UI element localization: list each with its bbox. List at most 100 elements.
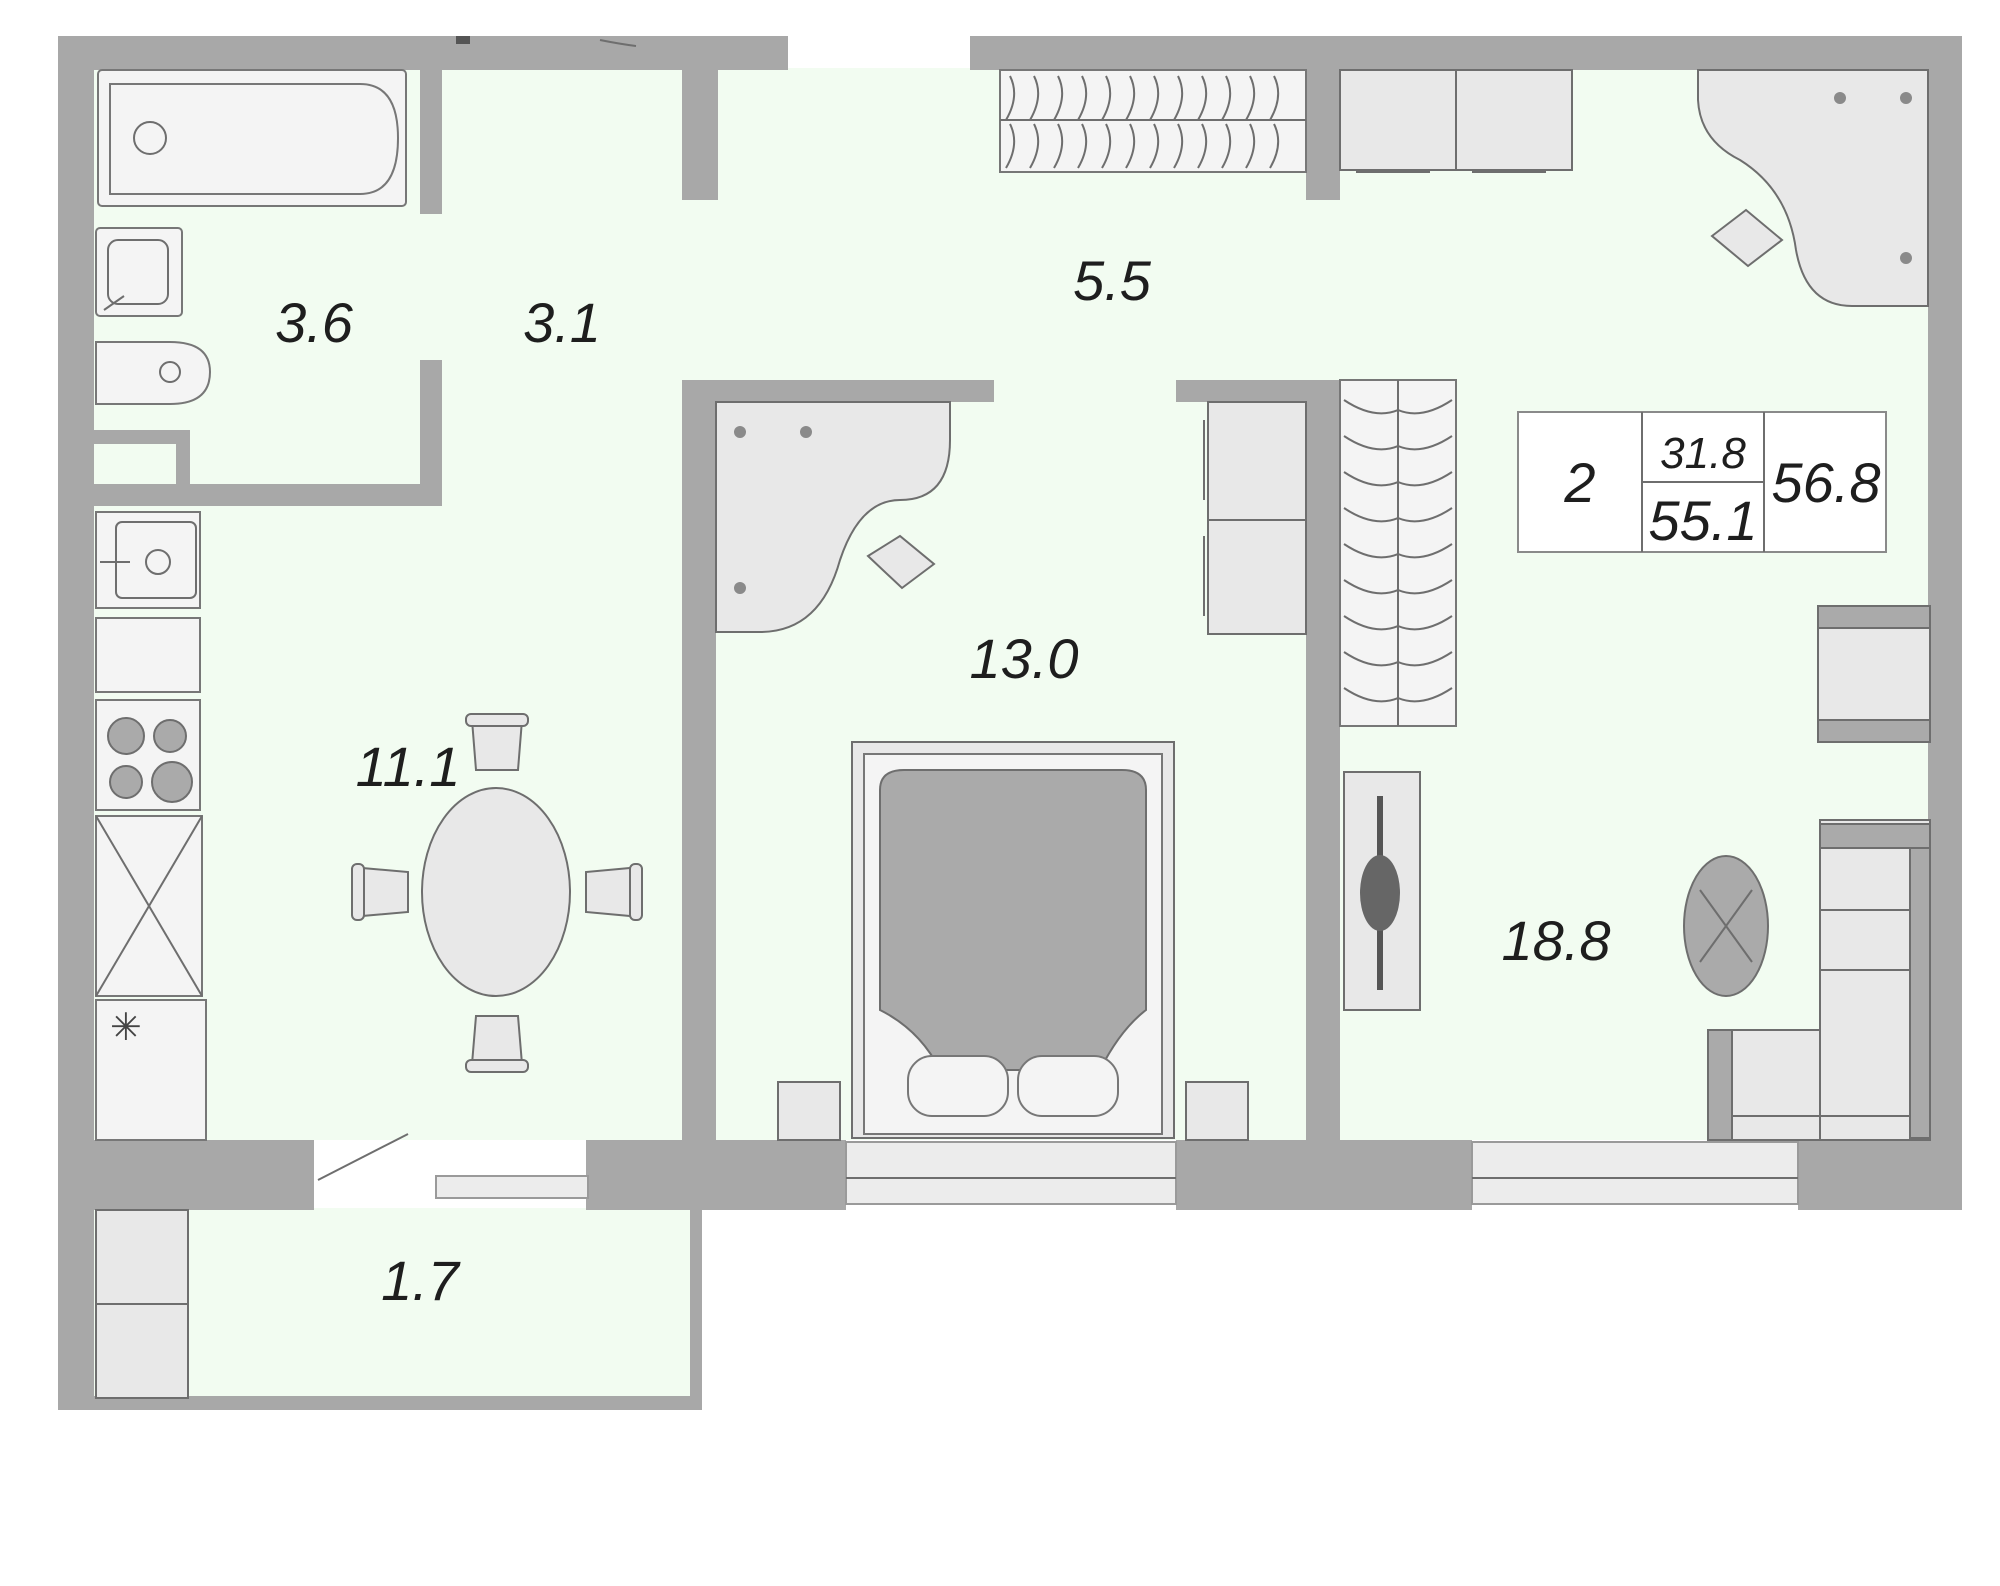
bathtub bbox=[109, 83, 400, 195]
living-room-fixtures bbox=[1339, 69, 1931, 1141]
kitchen-sink-counter bbox=[95, 511, 201, 609]
windows bbox=[435, 1141, 1799, 1205]
dining-chair-left-back bbox=[351, 863, 365, 921]
hanger-icons bbox=[1005, 75, 1280, 169]
armchair-back bbox=[1817, 605, 1931, 629]
wall-right bbox=[1928, 36, 1962, 1208]
corridor-cabinet-1 bbox=[1339, 69, 1457, 171]
kitchen-sink-bowl bbox=[115, 521, 197, 599]
nightstand-right bbox=[1185, 1081, 1249, 1141]
dining-chair-left bbox=[361, 866, 409, 918]
total-area-with-balcony: 56.8 bbox=[1772, 451, 1881, 514]
balcony-door-window bbox=[435, 1175, 589, 1199]
room-area-kitchen: 11.1 bbox=[356, 735, 461, 798]
wall-hall-stub bbox=[682, 70, 718, 200]
wall-bath-shelf bbox=[94, 430, 190, 444]
living-area: 31.8 bbox=[1660, 429, 1746, 478]
entrance-door-arc bbox=[599, 39, 637, 47]
living-desk-screw-1 bbox=[1834, 92, 1846, 104]
wall-wardrobe-divider bbox=[1306, 70, 1340, 200]
bedroom-wardrobe-2 bbox=[1207, 519, 1307, 635]
dining-chair-right bbox=[585, 866, 631, 918]
wall-top-right bbox=[970, 36, 1962, 70]
room-area-bedroom: 13.0 bbox=[970, 627, 1079, 690]
wall-top-left bbox=[58, 36, 788, 70]
rooms-count: 2 bbox=[1563, 451, 1595, 514]
wall-bath-bottom bbox=[94, 484, 442, 506]
bedroom-window bbox=[845, 1141, 1177, 1205]
nightstand-left bbox=[777, 1081, 841, 1141]
balcony-cabinet-1 bbox=[95, 1209, 189, 1305]
wall-bottom-4 bbox=[1798, 1140, 1962, 1210]
wall-balcony-bottom bbox=[58, 1396, 702, 1410]
washbasin bbox=[95, 227, 183, 317]
sofa-back bbox=[1909, 845, 1931, 1139]
desk-screw-1 bbox=[734, 426, 746, 438]
kitchen-sink-drain-icon bbox=[145, 549, 171, 575]
stove-burner-2-icon bbox=[153, 719, 187, 753]
room-area-living-room: 18.8 bbox=[1502, 909, 1611, 972]
balcony-floor bbox=[94, 1208, 696, 1398]
wall-bedroom-top-left bbox=[682, 380, 994, 402]
living-window bbox=[1471, 1141, 1799, 1205]
desk-screw-3 bbox=[734, 582, 746, 594]
sofa-arm-left bbox=[1707, 1029, 1733, 1141]
sofa-arm-top bbox=[1819, 823, 1931, 849]
tv-screen-icon bbox=[1360, 855, 1400, 931]
wall-bedroom-left bbox=[682, 380, 716, 1142]
dining-chair-top-back bbox=[465, 713, 529, 727]
stove-burner-3-icon bbox=[109, 765, 143, 799]
wall-bottom-3 bbox=[1176, 1140, 1472, 1210]
toilet-bowl-icon bbox=[159, 361, 181, 383]
balcony-door-leaf[interactable] bbox=[317, 1133, 409, 1181]
balcony-fixtures bbox=[95, 1209, 189, 1399]
wall-bath-right-lower bbox=[420, 360, 442, 506]
wall-balcony-right bbox=[690, 1208, 702, 1410]
dining-chair-top bbox=[470, 719, 524, 771]
snowflake-icon: ✳ bbox=[110, 1005, 142, 1049]
living-desk-chair bbox=[1710, 208, 1784, 268]
entrance-door-mark bbox=[456, 36, 470, 44]
bedroom-fixtures bbox=[715, 401, 1307, 1141]
living-desk-screw-3 bbox=[1900, 252, 1912, 264]
room-labels: 3.6 3.1 5.5 11.1 13.0 18.8 1.7 bbox=[275, 249, 1610, 1312]
room-area-balcony: 1.7 bbox=[381, 1249, 461, 1312]
wall-bath-shelf-side bbox=[176, 430, 190, 490]
area-summary: 2 31.8 55.1 56.8 bbox=[1517, 411, 1887, 553]
wall-bedroom-top-right bbox=[1176, 380, 1336, 402]
toilet bbox=[95, 341, 212, 405]
walls bbox=[58, 36, 1962, 1410]
balcony-cabinet-2 bbox=[95, 1303, 189, 1399]
bedroom-desk-chair bbox=[866, 534, 936, 590]
bed-pillow-left bbox=[907, 1055, 1009, 1117]
washbasin-bowl bbox=[107, 239, 169, 305]
wall-bottom-2 bbox=[586, 1140, 846, 1210]
armchair-arm bbox=[1817, 719, 1931, 743]
bathroom-fixtures bbox=[95, 69, 407, 405]
stove-burner-4-icon bbox=[151, 761, 193, 803]
room-area-corridor: 5.5 bbox=[1073, 249, 1152, 312]
desk-screw-2 bbox=[800, 426, 812, 438]
total-area: 55.1 bbox=[1649, 489, 1758, 552]
room-area-bathroom: 3.6 bbox=[275, 291, 354, 354]
bed-blanket bbox=[879, 769, 1147, 1071]
wall-bath-right-upper bbox=[420, 70, 442, 214]
kitchen-fixtures: ✳ bbox=[95, 511, 643, 1141]
dining-chair-bottom-back bbox=[465, 1059, 529, 1073]
washbasin-tap-icon bbox=[103, 295, 125, 311]
bathtub-drain-icon bbox=[133, 121, 167, 155]
room-area-hall: 3.1 bbox=[523, 291, 601, 354]
doors bbox=[317, 36, 637, 1181]
corridor-fixtures bbox=[999, 69, 1573, 173]
dining-chair-bottom bbox=[470, 1015, 524, 1065]
living-hanger-icons bbox=[1343, 399, 1453, 703]
bedroom-corner-desk bbox=[715, 401, 951, 633]
bed-pillow-right bbox=[1017, 1055, 1119, 1117]
dining-chair-right-back bbox=[629, 863, 643, 921]
living-corner-desk bbox=[1697, 69, 1929, 307]
bedroom-wardrobe-1 bbox=[1207, 401, 1307, 521]
dining-table bbox=[421, 787, 571, 997]
washing-machine bbox=[95, 999, 207, 1141]
wall-bedroom-right bbox=[1306, 380, 1340, 1142]
